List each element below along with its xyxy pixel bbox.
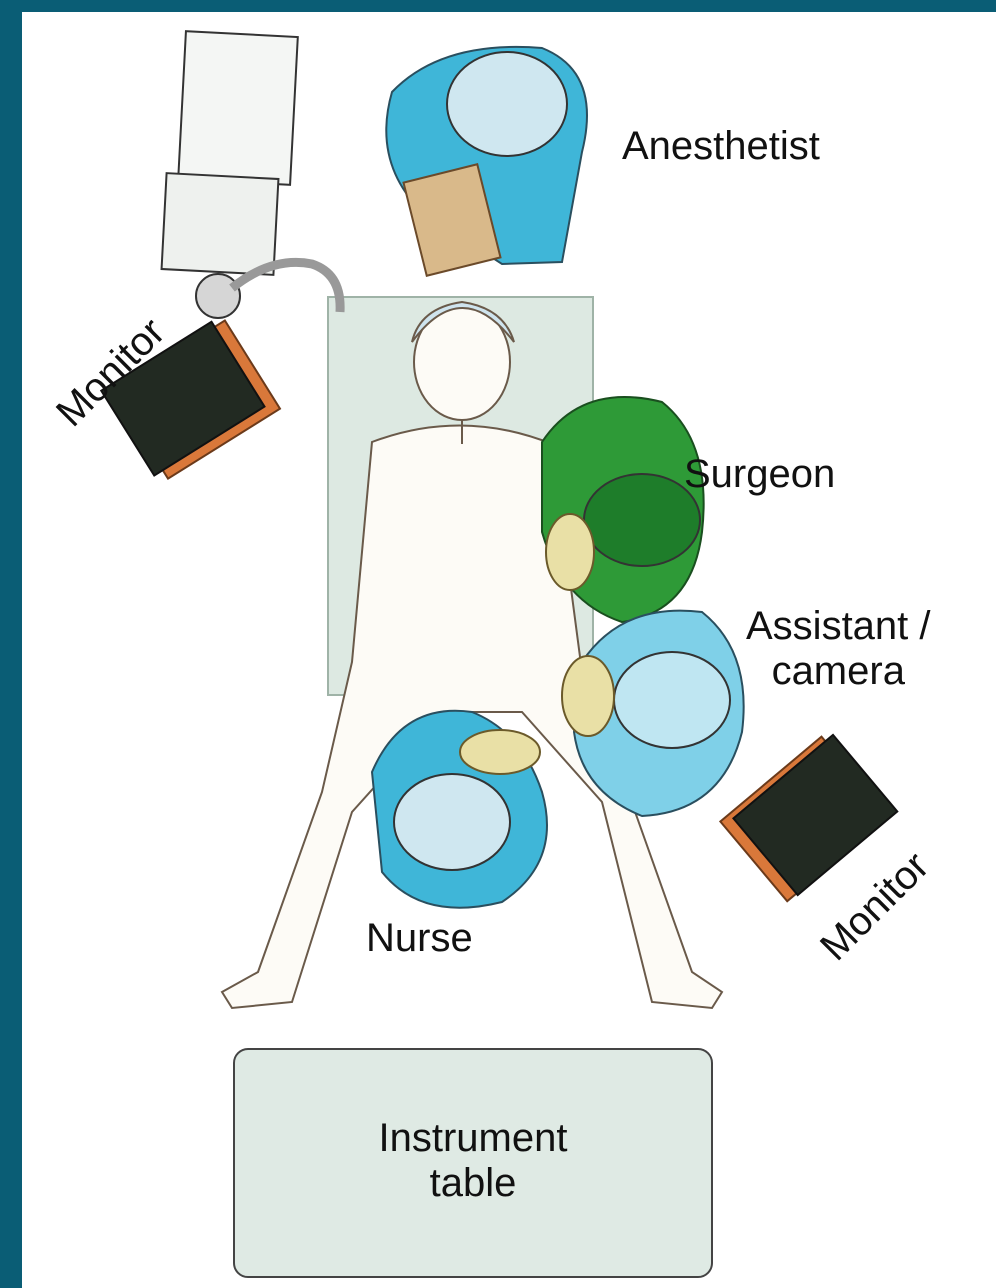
diagram-frame: Anesthetist Surgeon Assistant / camera N… [22, 12, 996, 1288]
anesthetist-figure [386, 47, 587, 276]
label-instrument-line2: table [234, 1161, 712, 1206]
label-anesthetist: Anesthetist [622, 124, 820, 169]
label-assistant-camera: Assistant / camera [746, 604, 931, 694]
label-instrument-line1: Instrument [234, 1116, 712, 1161]
label-nurse: Nurse [366, 916, 473, 961]
label-surgeon: Surgeon [684, 452, 835, 497]
label-assistant-line1: Assistant / [746, 604, 931, 649]
monitor-right [720, 730, 897, 902]
label-assistant-line2: camera [746, 649, 931, 694]
surgeon-figure [542, 397, 704, 622]
anesthesia-machine [162, 31, 341, 318]
nurse-figure [372, 711, 547, 908]
label-instrument-table: Instrument table [234, 1116, 712, 1206]
